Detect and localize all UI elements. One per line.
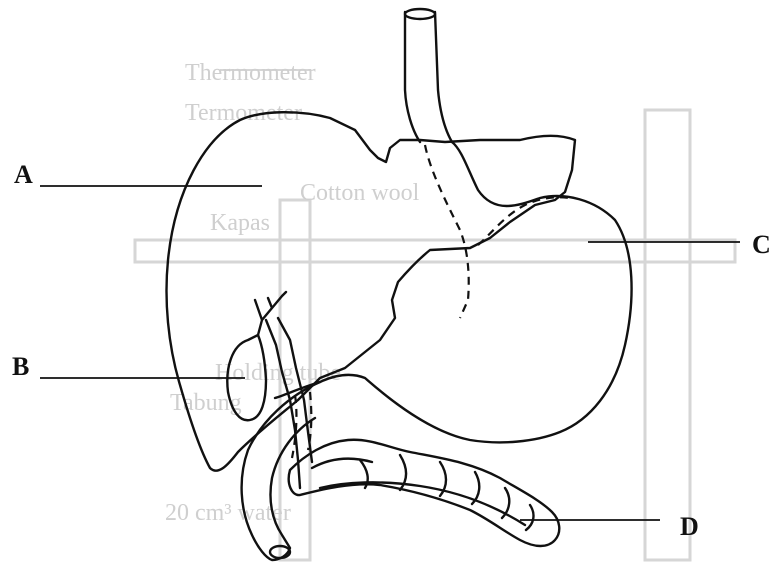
- pancreas-texture: [312, 455, 533, 530]
- label-b: B: [12, 354, 29, 380]
- pancreas: [289, 440, 560, 546]
- svg-text:Cotton wool: Cotton wool: [300, 180, 420, 206]
- svg-text:Thermometer: Thermometer: [185, 60, 316, 86]
- label-d: D: [680, 514, 699, 540]
- svg-text:Kapas: Kapas: [210, 210, 270, 236]
- liver-outline: [167, 112, 576, 470]
- stomach-hidden-edge: [425, 145, 469, 318]
- background-show-through: Thermometer Termometer Cotton wool Kapas…: [135, 60, 735, 560]
- esophagus: [405, 12, 452, 142]
- label-c: C: [752, 232, 771, 258]
- label-a: A: [14, 162, 33, 188]
- esophagus-opening: [405, 9, 435, 19]
